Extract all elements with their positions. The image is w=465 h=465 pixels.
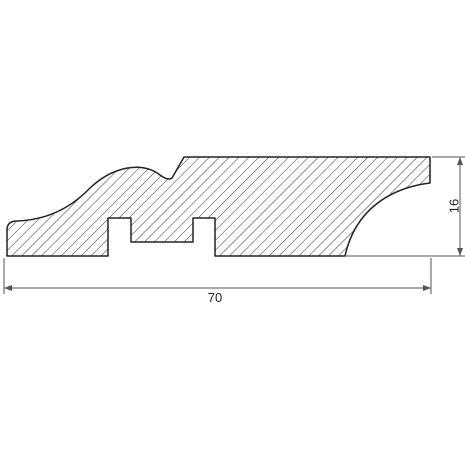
width-arrow-left bbox=[4, 285, 12, 291]
height-dimension-label: 16 bbox=[446, 199, 461, 213]
moulding-profile bbox=[6, 156, 431, 257]
width-dimension-label: 70 bbox=[208, 290, 222, 305]
width-arrow-right bbox=[423, 285, 431, 291]
height-dimension: 16 bbox=[346, 156, 465, 257]
height-arrow-bottom bbox=[457, 248, 463, 256]
width-dimension: 70 bbox=[3, 258, 432, 305]
height-arrow-top bbox=[457, 157, 463, 165]
